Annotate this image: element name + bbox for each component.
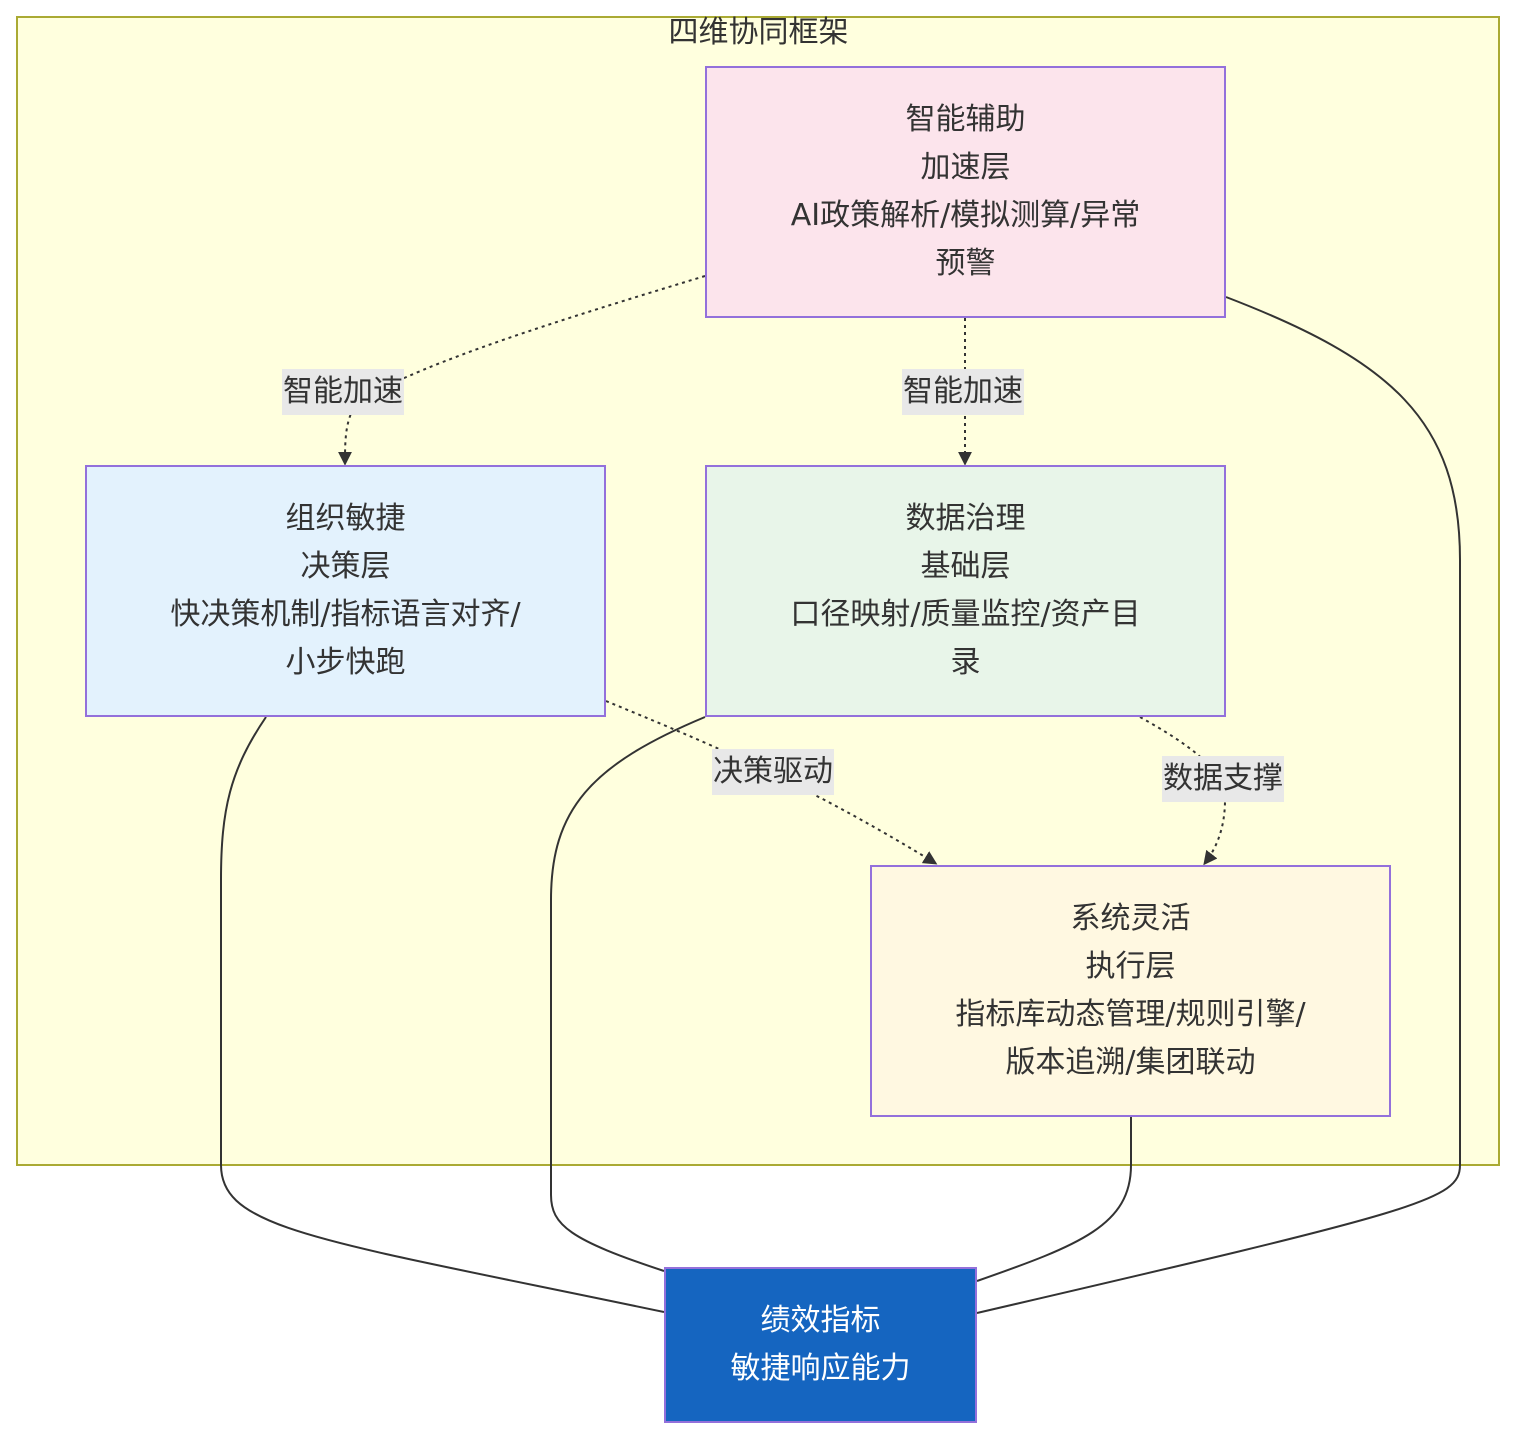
node-data-line-3: 口径映射/质量监控/资产目 xyxy=(790,597,1141,632)
node-target-line-1: 绩效指标 xyxy=(760,1303,881,1338)
edge-label-org-to-sys: 决策驱动 xyxy=(712,749,834,795)
node-ai-line-2: 加速层 xyxy=(920,150,1011,185)
edge-label-data-to-sys: 数据支撑 xyxy=(1162,756,1284,802)
node-org-line-3: 快决策机制/指标语言对齐/ xyxy=(170,597,521,632)
edge-ai-to-org xyxy=(338,275,706,466)
edge-data-to-target xyxy=(550,716,706,1272)
node-sys-line-4: 版本追溯/集团联动 xyxy=(1005,1045,1256,1080)
node-ai-assist-layer: 智能辅助 加速层 AI政策解析/模拟测算/异常 预警 xyxy=(705,66,1226,318)
edge-org-to-target xyxy=(220,716,665,1313)
edge-ai-to-target xyxy=(976,296,1461,1314)
node-target-kpi: 绩效指标 敏捷响应能力 xyxy=(664,1267,977,1423)
node-org-line-2: 决策层 xyxy=(300,549,391,584)
node-ai-line-1: 智能辅助 xyxy=(905,102,1026,137)
node-data-line-2: 基础层 xyxy=(920,549,1011,584)
node-target-line-2: 敏捷响应能力 xyxy=(730,1351,911,1386)
edge-label-ai-to-org: 智能加速 xyxy=(282,369,404,415)
cluster-title: 四维协同框架 xyxy=(668,15,849,50)
node-sys-line-3: 指标库动态管理/规则引擎/ xyxy=(955,997,1306,1032)
node-org-line-1: 组织敏捷 xyxy=(285,501,406,536)
node-data-governance-layer: 数据治理 基础层 口径映射/质量监控/资产目 录 xyxy=(705,465,1226,717)
edge-label-ai-to-data: 智能加速 xyxy=(902,369,1024,415)
edge-sys-to-target xyxy=(976,1117,1132,1282)
node-sys-line-1: 系统灵活 xyxy=(1070,901,1191,936)
node-data-line-4: 录 xyxy=(950,645,981,680)
node-ai-line-4: 预警 xyxy=(935,246,996,281)
node-sys-line-2: 执行层 xyxy=(1085,949,1176,984)
node-system-flexible-layer: 系统灵活 执行层 指标库动态管理/规则引擎/ 版本追溯/集团联动 xyxy=(870,865,1391,1117)
node-data-line-1: 数据治理 xyxy=(905,501,1026,536)
node-org-line-4: 小步快跑 xyxy=(285,645,406,680)
node-org-agile-layer: 组织敏捷 决策层 快决策机制/指标语言对齐/ 小步快跑 xyxy=(85,465,606,717)
node-ai-line-3: AI政策解析/模拟测算/异常 xyxy=(790,198,1141,233)
